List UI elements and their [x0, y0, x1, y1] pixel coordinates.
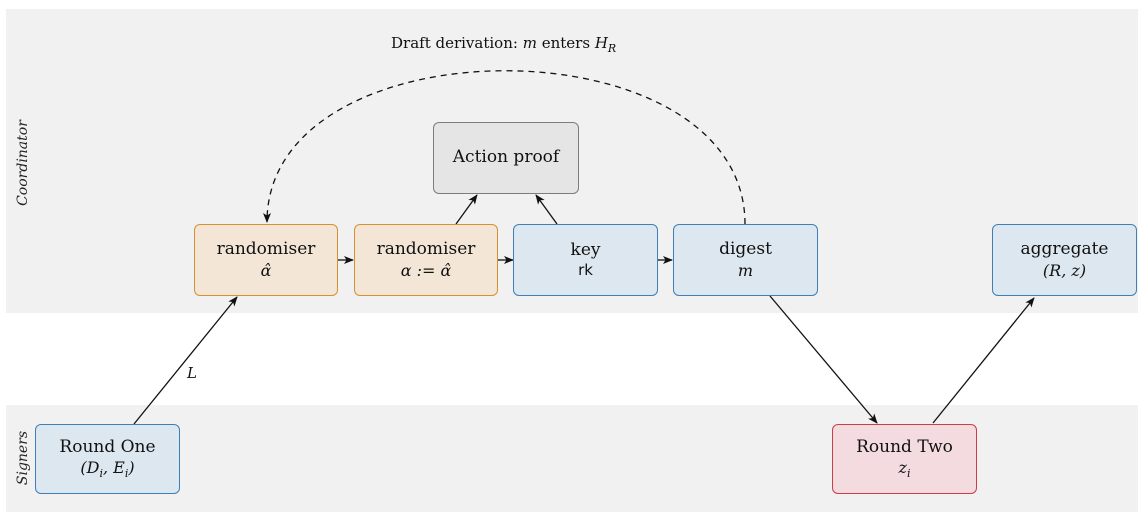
digest-node: digest m [673, 224, 818, 296]
edge-L-label: L [187, 364, 197, 382]
edge-key-action [535, 194, 558, 225]
randomiser-assign-node: randomiser α := α̂ [354, 224, 498, 296]
edge-L [133, 296, 238, 425]
action-proof-node: Action proof [433, 122, 579, 194]
randomiser-hat-node: randomiser α̂ [194, 224, 338, 296]
round-two-node: Round Two zi [832, 424, 977, 494]
edge-round-two-aggregate [932, 297, 1035, 424]
edge-assign-action [455, 194, 478, 225]
edge-digest-round-two [769, 295, 878, 424]
edge-draft-derivation [263, 70, 746, 225]
round-one-node: Round One (Di, Ei) [35, 424, 180, 494]
aggregate-node: aggregate (R, z) [992, 224, 1137, 296]
draft-derivation-label: Draft derivation: m enters HR [391, 34, 617, 55]
key-node: key rk [513, 224, 658, 296]
